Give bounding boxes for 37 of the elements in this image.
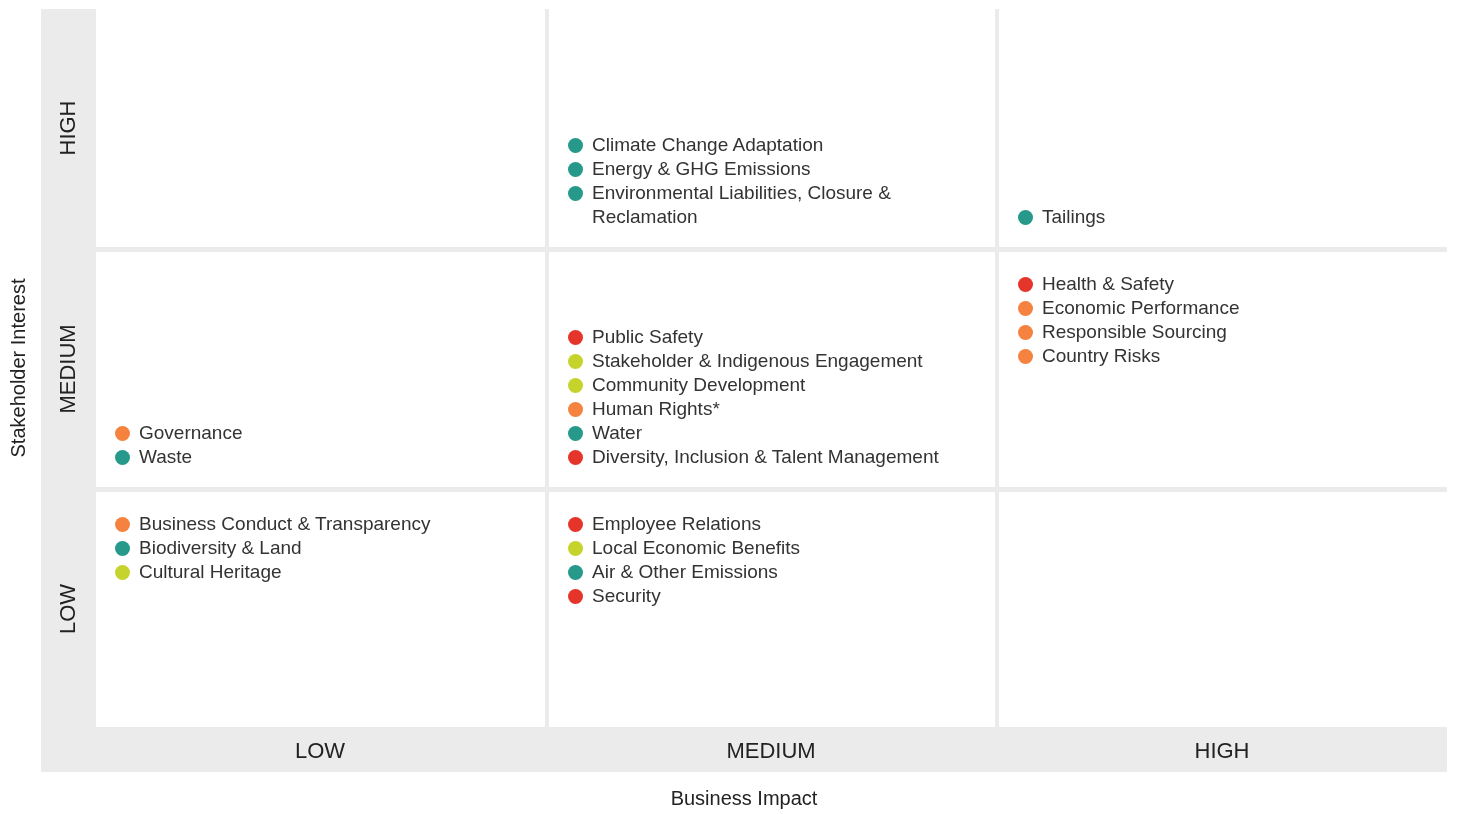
matrix-cell — [549, 492, 995, 727]
matrix-cell — [549, 9, 995, 247]
topic-label: Community Development — [592, 373, 806, 397]
topic-label: Water — [592, 421, 642, 445]
topic-label: Stakeholder & Indigenous Engagement — [592, 349, 923, 373]
topic-label: Human Rights* — [592, 397, 720, 421]
topic-label: Country Risks — [1042, 344, 1161, 368]
topic-label: Security — [592, 584, 661, 608]
topic-label: Public Safety — [592, 325, 703, 349]
topic-label: Business Conduct & Transparency — [139, 512, 431, 536]
matrix-cell — [96, 252, 545, 487]
topic-label: Cultural Heritage — [139, 560, 282, 584]
column-label: HIGH — [1194, 738, 1250, 764]
topic-label: Biodiversity & Land — [139, 536, 302, 560]
topic-label: Economic Performance — [1042, 296, 1240, 320]
topic-label: Environmental Liabilities, Closure & Reclamation — [592, 181, 892, 229]
topic-label: Employee Relations — [592, 512, 761, 536]
x-axis-title: Business Impact — [670, 786, 818, 810]
matrix-cell — [999, 252, 1447, 487]
matrix-cell — [549, 252, 995, 487]
column-label: MEDIUM — [726, 738, 816, 764]
topic-label: Responsible Sourcing — [1042, 320, 1227, 344]
matrix-cell — [96, 492, 545, 727]
topic-label: Energy & GHG Emissions — [592, 157, 811, 181]
topic-label: Waste — [139, 445, 193, 469]
topic-label: Tailings — [1042, 205, 1106, 229]
topic-label: Air & Other Emissions — [592, 560, 778, 584]
topic-label: Local Economic Benefits — [592, 536, 801, 560]
row-label: MEDIUM — [55, 324, 81, 414]
row-label: LOW — [55, 583, 81, 635]
column-label: LOW — [294, 738, 346, 764]
topic-label: Diversity, Inclusion & Talent Management — [592, 445, 939, 469]
row-label: HIGH — [55, 100, 81, 156]
y-axis-title: Stakeholder Interest — [6, 278, 30, 458]
topic-label: Governance — [139, 421, 243, 445]
topic-label: Health & Safety — [1042, 272, 1175, 296]
topic-label: Climate Change Adaptation — [592, 133, 824, 157]
